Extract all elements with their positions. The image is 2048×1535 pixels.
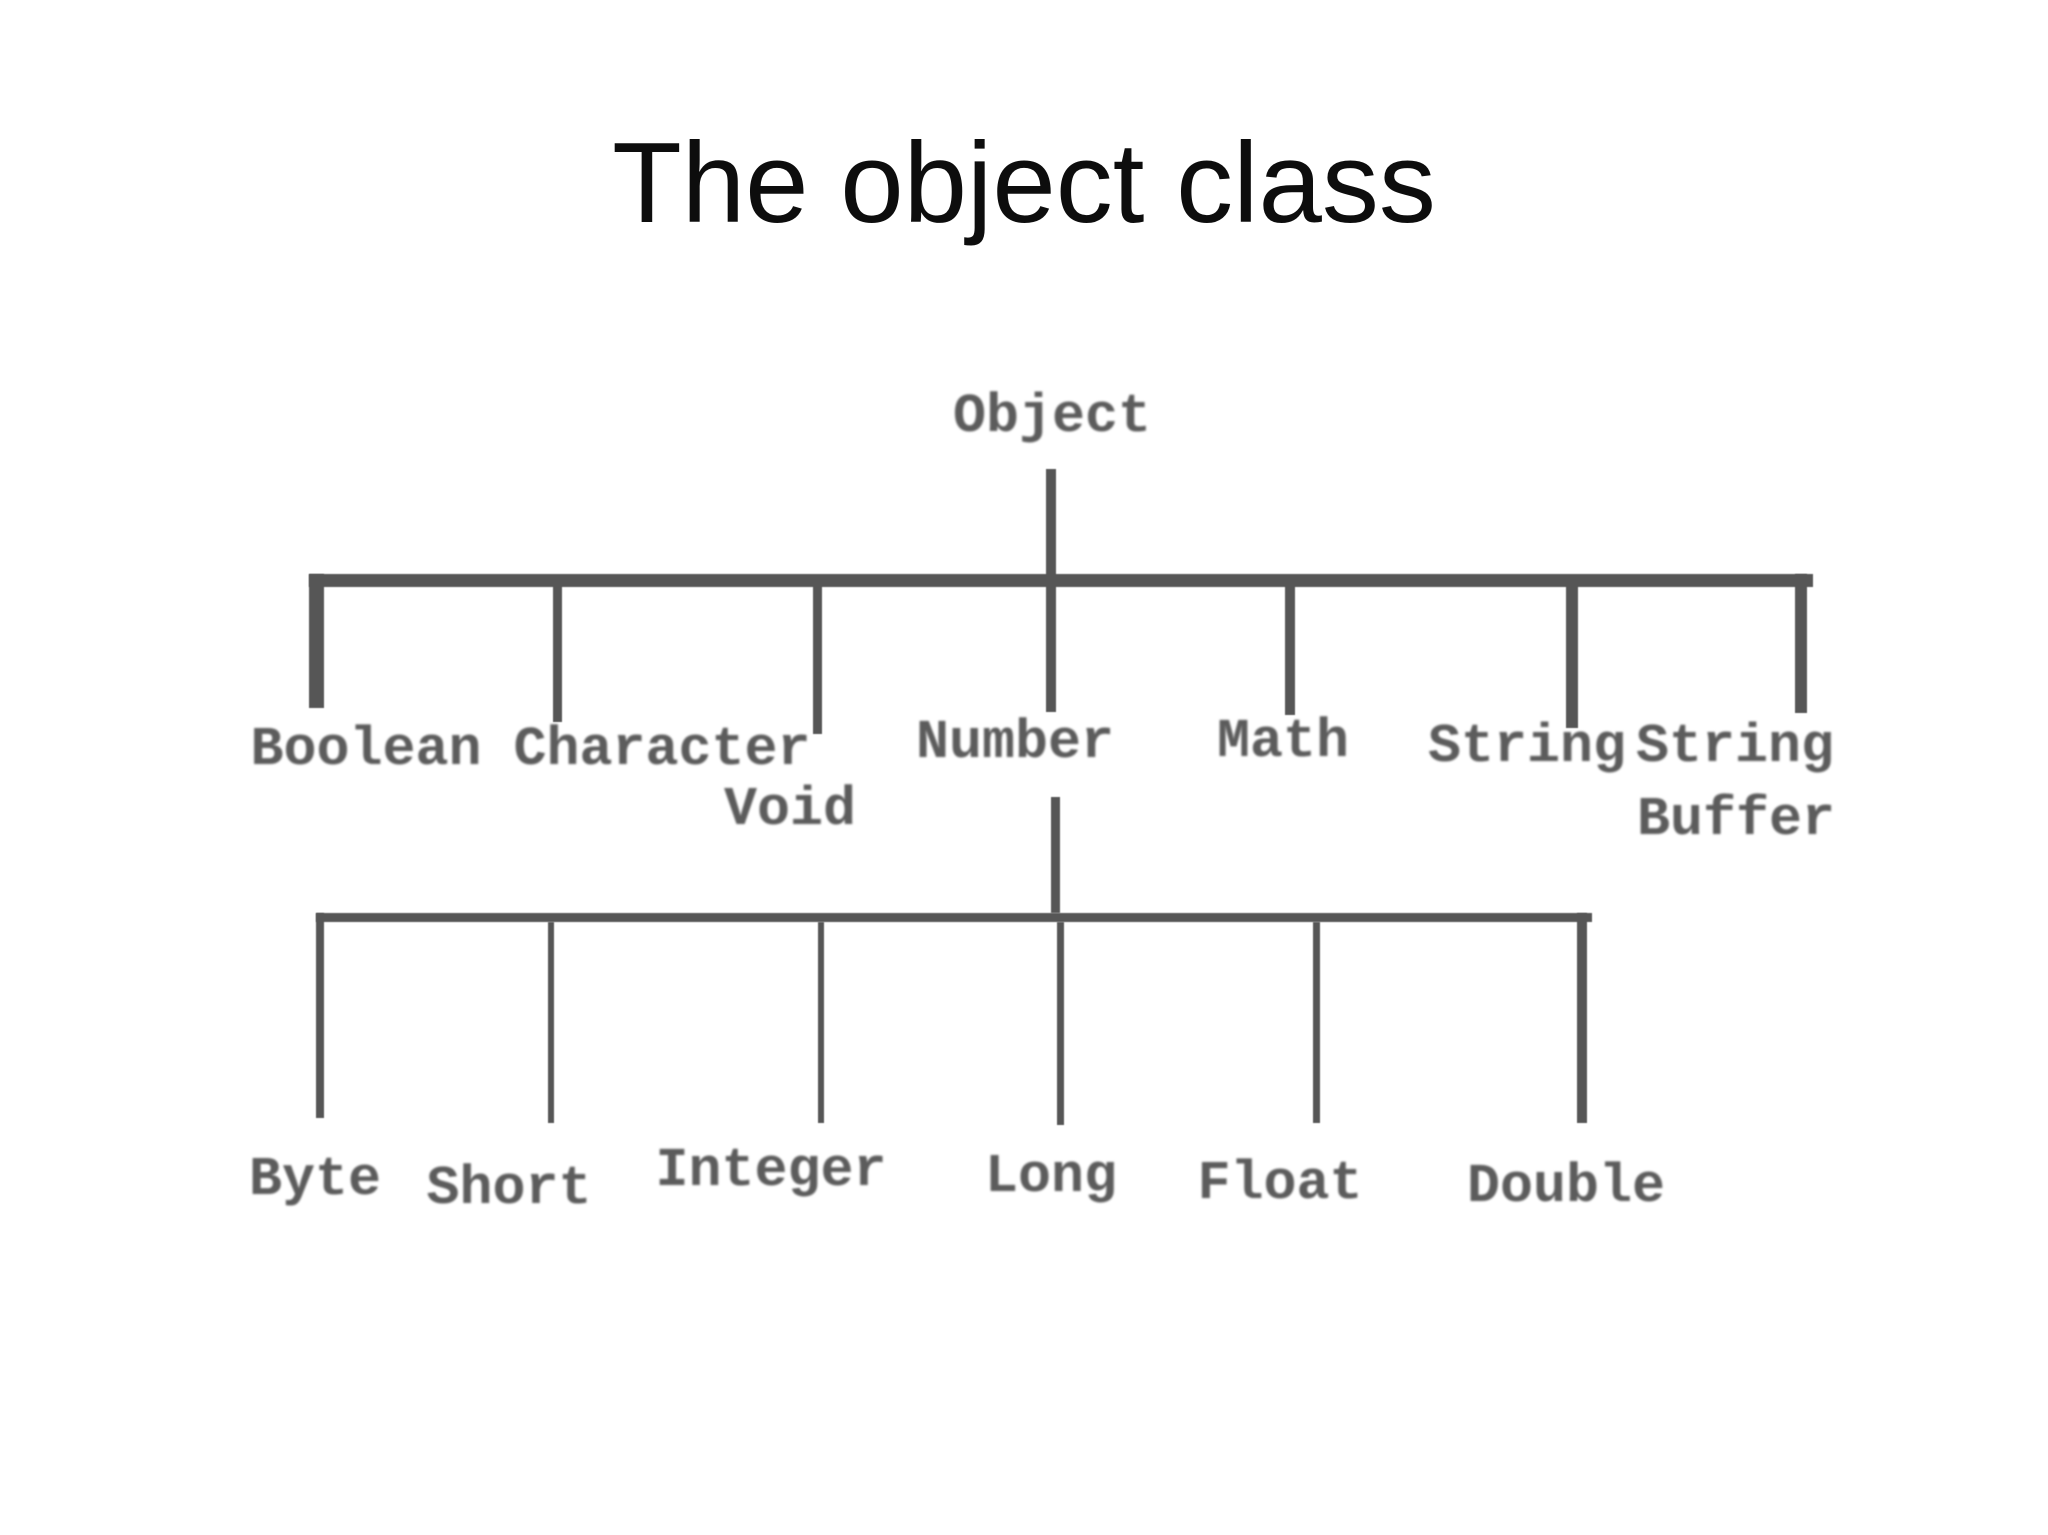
node-double: Double (1466, 1155, 1666, 1218)
node-stringbuffer-line1: String (1635, 715, 1835, 778)
connector-drop-float (1313, 922, 1320, 1123)
node-void: Void (723, 778, 857, 841)
node-object: Object (952, 385, 1152, 448)
node-byte: Byte (248, 1148, 382, 1211)
connector-drop-byte (316, 913, 324, 1118)
connector-drop-long (1057, 922, 1064, 1125)
connector-level2-bar (316, 913, 1592, 922)
node-short: Short (426, 1157, 592, 1220)
node-number: Number (915, 711, 1115, 774)
connector-drop-math (1285, 585, 1295, 715)
node-boolean: Boolean (250, 718, 482, 781)
node-stringbuffer-line2: Buffer (1636, 788, 1836, 851)
connector-drop-double (1577, 913, 1587, 1123)
connector-level1-bar (309, 574, 1813, 587)
connector-drop-short (548, 922, 554, 1123)
connector-drop-void (813, 585, 822, 734)
node-long: Long (984, 1145, 1118, 1208)
connector-drop-string (1566, 585, 1578, 728)
connector-drop-boolean (309, 574, 324, 708)
connector-drop-stringbuffer (1795, 574, 1807, 713)
node-math: Math (1216, 710, 1350, 773)
slide-title: The object class (612, 120, 1436, 247)
connector-drop-integer (818, 922, 824, 1123)
connector-object-stem (1046, 469, 1056, 712)
node-float: Float (1197, 1152, 1363, 1215)
connector-drop-character (553, 585, 562, 722)
node-character: Character (513, 718, 811, 781)
node-integer: Integer (655, 1139, 887, 1202)
node-string: String (1427, 715, 1627, 778)
connector-number-stem (1051, 797, 1060, 913)
